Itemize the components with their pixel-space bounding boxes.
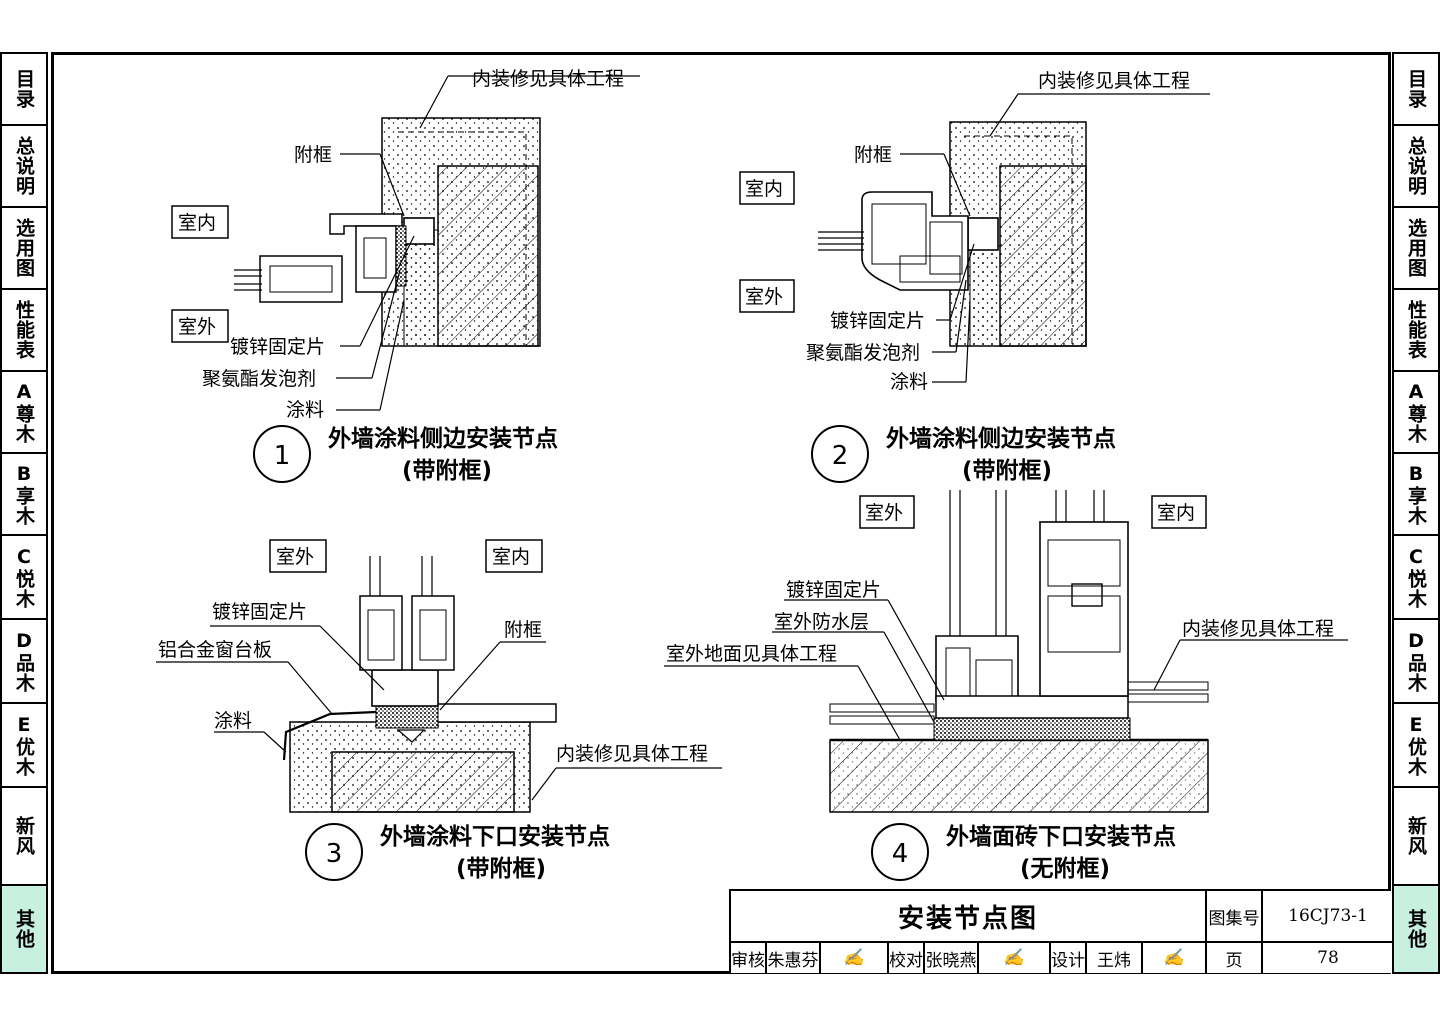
left-nav-tabs: 目录 总说明 选用图 性能表 A尊木 B享木 C悦木 D品木 E优木 新风 其他 bbox=[0, 52, 48, 974]
d4-fixing-plate-label: 镀锌固定片 bbox=[786, 579, 881, 601]
d4-waterproof-label: 室外防水层 bbox=[774, 611, 869, 633]
d4-interior-finish-label: 内装修见具体工程 bbox=[1182, 618, 1334, 640]
tab-performance-table[interactable]: 性能表 bbox=[2, 290, 46, 372]
d4-outdoor-box bbox=[859, 495, 915, 529]
detail-2-number: 2 bbox=[832, 441, 849, 471]
tab-e[interactable]: E优木 bbox=[1394, 704, 1438, 788]
design-label: 设计 bbox=[1051, 943, 1087, 973]
d3-indoor-box bbox=[485, 539, 543, 573]
d3-outdoor-box bbox=[269, 539, 327, 573]
detail-2-subtitle: (带附框) bbox=[962, 457, 1052, 484]
d3-indoor-label: 室内 bbox=[492, 546, 530, 568]
drawing-frame bbox=[51, 52, 1391, 974]
detail-1-subtitle: (带附框) bbox=[402, 457, 492, 484]
drawing-title: 安装节点图 bbox=[731, 891, 1207, 943]
d2-indoor-label: 室内 bbox=[745, 178, 783, 200]
right-nav-tabs: 目录 总说明 选用图 性能表 A尊木 B享木 C悦木 D品木 E优木 新风 其他 bbox=[1392, 52, 1440, 974]
tab-a[interactable]: A尊木 bbox=[1394, 372, 1438, 454]
detail-4-number-circle bbox=[871, 823, 929, 881]
tab-c[interactable]: C悦木 bbox=[2, 536, 46, 620]
d1-fixing-plate-label: 镀锌固定片 bbox=[230, 336, 325, 358]
detail-4-drawing bbox=[664, 490, 1348, 813]
tab-fresh-air[interactable]: 新风 bbox=[1394, 788, 1438, 886]
tab-c[interactable]: C悦木 bbox=[1394, 536, 1438, 620]
title-block: 安装节点图 图集号 16CJ73-1 审核 朱惠芬 ✍ 校对 张晓燕 ✍ 设计 … bbox=[729, 889, 1393, 973]
d3-coating-label: 涂料 bbox=[214, 710, 252, 732]
tab-d[interactable]: D品木 bbox=[1394, 620, 1438, 704]
d1-indoor-box bbox=[171, 205, 229, 239]
tab-selection-drawings[interactable]: 选用图 bbox=[2, 208, 46, 290]
tab-e[interactable]: E优木 bbox=[2, 704, 46, 788]
reviewer-signature: ✍ bbox=[821, 943, 889, 973]
d2-foam-label: 聚氨酯发泡剂 bbox=[806, 342, 920, 364]
d3-outdoor-label: 室外 bbox=[276, 546, 314, 568]
detail-2-title: 外墙涂料侧边安装节点 bbox=[886, 425, 1116, 452]
d1-outdoor-label: 室外 bbox=[178, 316, 216, 338]
checker-signature: ✍ bbox=[979, 943, 1051, 973]
tab-fresh-air[interactable]: 新风 bbox=[2, 788, 46, 886]
d1-outdoor-box bbox=[171, 309, 229, 343]
tab-b[interactable]: B享木 bbox=[1394, 454, 1438, 536]
d2-fixing-plate-label: 镀锌固定片 bbox=[830, 310, 925, 332]
atlas-label: 图集号 bbox=[1207, 891, 1263, 943]
detail-1-drawing bbox=[234, 75, 640, 411]
tab-contents[interactable]: 目录 bbox=[2, 54, 46, 126]
d3-sill-board-label: 铝合金窗台板 bbox=[158, 639, 272, 661]
d3-sub-frame-label: 附框 bbox=[504, 619, 542, 641]
detail-4-number: 4 bbox=[892, 839, 909, 869]
detail-3-title: 外墙涂料下口安装节点 bbox=[380, 823, 610, 850]
d2-sub-frame-label: 附框 bbox=[854, 144, 892, 166]
tab-general-notes[interactable]: 总说明 bbox=[2, 126, 46, 208]
detail-1-number-circle bbox=[253, 425, 311, 483]
tab-others[interactable]: 其他 bbox=[1394, 886, 1438, 972]
d2-outdoor-box bbox=[739, 279, 795, 313]
tab-contents[interactable]: 目录 bbox=[1394, 54, 1438, 126]
tab-d[interactable]: D品木 bbox=[2, 620, 46, 704]
designer-name: 王炜 bbox=[1087, 943, 1143, 973]
d4-indoor-box bbox=[1151, 495, 1207, 529]
tab-selection-drawings[interactable]: 选用图 bbox=[1394, 208, 1438, 290]
d2-interior-finish-label: 内装修见具体工程 bbox=[1038, 70, 1190, 92]
d4-indoor-label: 室内 bbox=[1157, 502, 1195, 524]
page-label: 页 bbox=[1207, 943, 1263, 973]
designer-signature: ✍ bbox=[1143, 943, 1207, 973]
tab-b[interactable]: B享木 bbox=[2, 454, 46, 536]
d3-fixing-plate-label: 镀锌固定片 bbox=[212, 601, 307, 623]
d2-coating-label: 涂料 bbox=[890, 371, 928, 393]
tab-performance-table[interactable]: 性能表 bbox=[1394, 290, 1438, 372]
d1-foam-label: 聚氨酯发泡剂 bbox=[202, 368, 316, 390]
page-number: 78 bbox=[1317, 948, 1339, 968]
detail-4-title: 外墙面砖下口安装节点 bbox=[946, 823, 1176, 850]
d1-interior-finish-label: 内装修见具体工程 bbox=[472, 68, 624, 90]
d2-indoor-box bbox=[739, 171, 795, 205]
d3-interior-finish-label: 内装修见具体工程 bbox=[556, 743, 708, 765]
d4-ground-label: 室外地面见具体工程 bbox=[666, 643, 837, 665]
review-label: 审核 bbox=[731, 943, 767, 973]
detail-2-number-circle bbox=[811, 425, 869, 483]
reviewer-name: 朱惠芬 bbox=[767, 943, 821, 973]
d1-coating-label: 涂料 bbox=[286, 399, 324, 421]
tab-others[interactable]: 其他 bbox=[2, 886, 46, 972]
detail-1-number: 1 bbox=[274, 441, 291, 471]
detail-3-drawing bbox=[156, 556, 722, 813]
detail-2-drawing bbox=[818, 93, 1210, 383]
d1-indoor-label: 室内 bbox=[178, 212, 216, 234]
tab-general-notes[interactable]: 总说明 bbox=[1394, 126, 1438, 208]
d4-outdoor-label: 室外 bbox=[865, 502, 903, 524]
check-label: 校对 bbox=[889, 943, 925, 973]
d1-sub-frame-label: 附框 bbox=[294, 144, 332, 166]
d2-outdoor-label: 室外 bbox=[745, 286, 783, 308]
tab-a[interactable]: A尊木 bbox=[2, 372, 46, 454]
detail-3-subtitle: (带附框) bbox=[456, 855, 546, 882]
detail-3-number-circle bbox=[305, 823, 363, 881]
detail-3-number: 3 bbox=[326, 839, 343, 869]
detail-4-subtitle: (无附框) bbox=[1020, 855, 1110, 882]
atlas-number: 16CJ73-1 bbox=[1263, 891, 1393, 943]
detail-1-title: 外墙涂料侧边安装节点 bbox=[328, 425, 558, 452]
checker-name: 张晓燕 bbox=[925, 943, 979, 973]
